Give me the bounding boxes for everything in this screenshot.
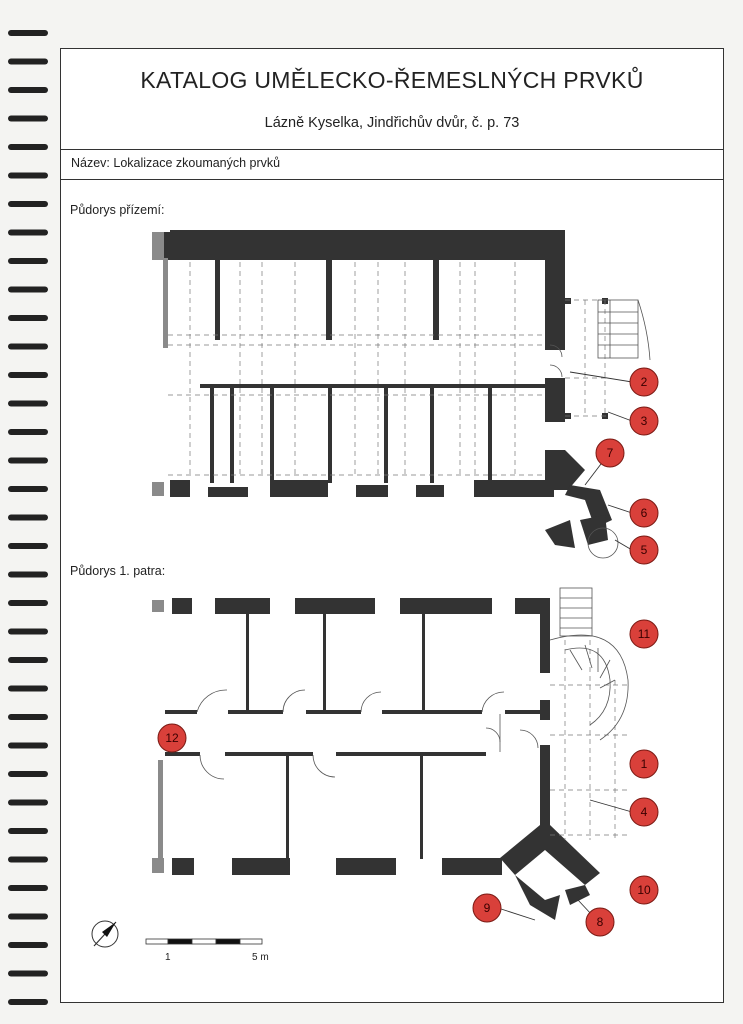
spiral-ring [8, 571, 48, 578]
marker-6: 6 [629, 498, 659, 528]
north-arrow-icon [91, 920, 119, 948]
marker-1: 1 [629, 749, 659, 779]
spiral-ring [8, 685, 48, 692]
svg-text:2: 2 [641, 375, 648, 389]
spiral-ring [8, 486, 48, 492]
spiral-ring [8, 400, 48, 407]
marker-10: 10 [629, 875, 659, 905]
spiral-ring [8, 771, 48, 777]
scale-bar [145, 938, 263, 945]
spiral-ring [8, 885, 48, 891]
spiral-binding [8, 30, 48, 1005]
spiral-ring [8, 87, 48, 93]
spiral-ring [8, 201, 48, 207]
ground-floor-plan [152, 230, 612, 548]
marker-2: 2 [629, 367, 659, 397]
first-floor-stair [196, 587, 629, 780]
scale-end-label: 5 m [252, 952, 269, 963]
svg-text:4: 4 [641, 805, 648, 819]
ground-floor-label: Půdorys přízemí: [70, 203, 165, 217]
spiral-ring [8, 600, 48, 606]
spiral-ring [8, 714, 48, 720]
page-subtitle: Lázně Kyselka, Jindřichův dvůr, č. p. 73 [264, 115, 520, 131]
sheet-header: KATALOG UMĚLECKO-ŘEMESLNÝCH PRVKŮ Lázně … [61, 49, 723, 150]
marker-4: 4 [629, 797, 659, 827]
spiral-ring [8, 856, 48, 863]
marker-5: 5 [629, 535, 659, 565]
spiral-ring [8, 628, 48, 635]
svg-text:5: 5 [641, 543, 648, 557]
marker-7: 7 [595, 438, 625, 468]
marker-9: 9 [472, 893, 502, 923]
spiral-ring [8, 30, 48, 36]
spiral-ring [8, 942, 48, 948]
svg-text:7: 7 [607, 446, 614, 460]
spiral-ring [8, 258, 48, 264]
spiral-ring [8, 144, 48, 150]
marker-12: 12 [157, 723, 187, 753]
spiral-ring [8, 315, 48, 321]
svg-text:6: 6 [641, 506, 648, 520]
spiral-ring [8, 429, 48, 435]
svg-text:3: 3 [641, 414, 648, 428]
spiral-ring [8, 742, 48, 749]
first-floor-label: Půdorys 1. patra: [70, 564, 166, 578]
svg-text:11: 11 [638, 627, 651, 641]
spiral-ring [8, 457, 48, 464]
svg-text:9: 9 [484, 901, 491, 915]
marker-11: 11 [629, 619, 659, 649]
name-row-text: Název: Lokalizace zkoumaných prvků [71, 156, 281, 170]
ground-floor-dashed-grid [168, 262, 608, 478]
spiral-ring [8, 286, 48, 293]
svg-text:10: 10 [637, 883, 651, 897]
first-floor-plan [152, 598, 600, 920]
spiral-ring [8, 372, 48, 378]
spiral-ring [8, 657, 48, 663]
spiral-ring [8, 172, 48, 179]
spiral-ring [8, 799, 48, 806]
marker-3: 3 [629, 406, 659, 436]
spiral-ring [8, 115, 48, 122]
spiral-ring [8, 514, 48, 521]
spiral-ring [8, 913, 48, 920]
marker-8: 8 [585, 907, 615, 937]
location-markers: 2 3 7 6 5 11 12 1 4 10 9 8 [157, 367, 659, 937]
ground-floor-stair [549, 299, 651, 559]
spiral-ring [8, 999, 48, 1005]
first-floor-dashed-grid [550, 640, 630, 840]
spiral-ring [8, 543, 48, 549]
svg-text:1: 1 [641, 757, 648, 771]
svg-text:12: 12 [165, 731, 179, 745]
catalog-sheet: KATALOG UMĚLECKO-ŘEMESLNÝCH PRVKŮ Lázně … [60, 48, 724, 1003]
name-row: Název: Lokalizace zkoumaných prvků [61, 149, 723, 180]
spiral-ring [8, 970, 48, 977]
spiral-ring [8, 343, 48, 350]
spiral-ring [8, 229, 48, 236]
spiral-ring [8, 58, 48, 65]
page-title: KATALOG UMĚLECKO-ŘEMESLNÝCH PRVKŮ [140, 67, 644, 93]
svg-text:8: 8 [597, 915, 604, 929]
scale-start-label: 1 [165, 952, 171, 963]
spiral-ring [8, 828, 48, 834]
